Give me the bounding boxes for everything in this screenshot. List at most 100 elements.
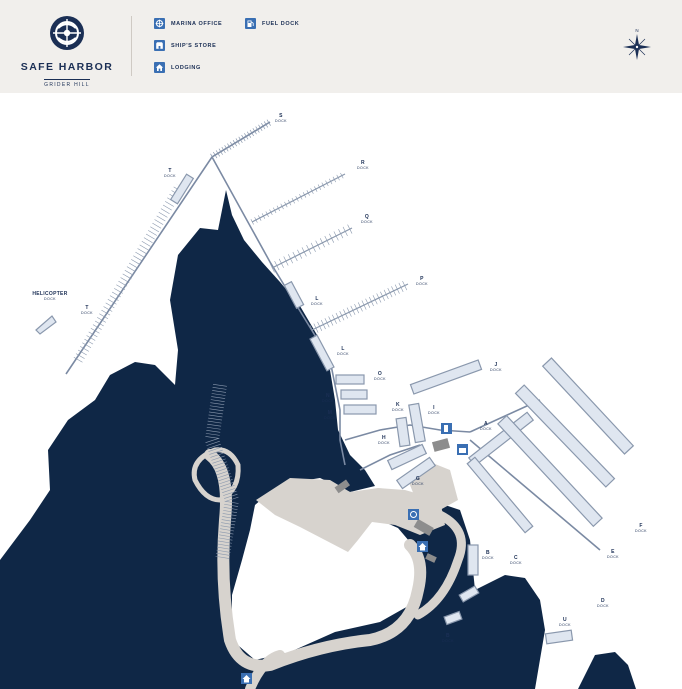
dock-label-sub: DOCK xyxy=(412,482,424,486)
dock-label-sub: DOCK xyxy=(635,529,647,533)
dock-k xyxy=(395,416,411,448)
house-icon xyxy=(154,62,165,73)
ship-wheel-logo-icon xyxy=(50,16,84,50)
dock-label-name: R xyxy=(361,160,365,166)
dock-small-2 xyxy=(458,585,480,603)
dock-label-sub: DOCK xyxy=(416,282,428,286)
store-icon[interactable] xyxy=(457,444,468,455)
legend-marina-office: MARINA OFFICE xyxy=(154,18,222,29)
dock-label-name: T xyxy=(85,305,88,311)
legend-ships-store: SHIP'S STORE xyxy=(154,40,216,51)
header-divider xyxy=(131,16,132,76)
dock-label-sub: DOCK xyxy=(337,352,349,356)
dock-label-name: E xyxy=(611,549,615,555)
dock-label-name: K xyxy=(396,402,400,408)
dock-p xyxy=(309,279,411,335)
dock-f xyxy=(541,357,635,455)
dock-label-name: S xyxy=(279,113,283,119)
dock-label-name: O xyxy=(378,371,382,377)
dock-label-sub: DOCK xyxy=(482,556,494,560)
dock-label-name: D xyxy=(601,598,605,604)
dock-label-name: J xyxy=(494,362,497,368)
dock-fishbone xyxy=(204,383,240,562)
dock-small-1 xyxy=(443,610,463,626)
dock-c xyxy=(497,414,603,528)
dock-label-sub: DOCK xyxy=(490,368,502,372)
fuel-pump-icon xyxy=(245,18,256,29)
dock-j xyxy=(409,359,483,395)
dock-l-covered xyxy=(283,280,305,310)
dock-label-name: B xyxy=(446,633,450,639)
dock-label-sub: DOCK xyxy=(357,166,369,170)
dock-o xyxy=(335,374,365,385)
dock-label-name: B xyxy=(486,550,490,556)
dock-label-sub: DOCK xyxy=(378,441,390,445)
dock-m xyxy=(343,404,377,415)
map-header: SAFE HARBOR GRIDER HILL MARINA OFFICE FU… xyxy=(0,0,682,93)
dock-label-name: C xyxy=(514,555,518,561)
dock-l2-covered xyxy=(309,334,335,372)
dock-q xyxy=(269,223,355,273)
dock-label-sub: DOCK xyxy=(275,119,287,123)
brand-logo[interactable]: SAFE HARBOR GRIDER HILL xyxy=(20,14,114,91)
house-icon[interactable] xyxy=(241,673,252,684)
dark-landmass xyxy=(0,190,636,689)
dock-small-3 xyxy=(467,544,479,576)
dock-label-sub: DOCK xyxy=(361,220,373,224)
dock-label-sub: DOCK xyxy=(81,311,93,315)
dock-label-sub: DOCK xyxy=(392,408,404,412)
dock-label-name: L xyxy=(315,296,318,302)
dock-label-name: N xyxy=(326,393,330,399)
brand-name: SAFE HARBOR xyxy=(20,61,114,73)
dock-g xyxy=(395,456,437,490)
dock-label-sub: DOCK xyxy=(164,174,176,178)
dock-label-name: I xyxy=(433,405,435,411)
dock-label-sub: DOCK xyxy=(480,427,492,431)
dock-h xyxy=(386,443,428,471)
dock-label-sub: DOCK xyxy=(374,377,386,381)
dock-label-sub: DOCK xyxy=(324,416,336,420)
dock-label-name: L xyxy=(341,346,344,352)
marina-buildings xyxy=(334,438,451,563)
house-icon[interactable] xyxy=(417,541,428,552)
dock-label-sub: DOCK xyxy=(322,399,334,403)
ship-wheel-icon xyxy=(154,18,165,29)
store-icon xyxy=(154,40,165,51)
dock-r xyxy=(250,171,347,225)
dock-n xyxy=(340,389,368,400)
dock-label-name: U xyxy=(563,617,567,623)
dock-u xyxy=(544,629,574,645)
legend-label: LODGING xyxy=(171,64,201,71)
dock-t-covered xyxy=(169,173,195,205)
docks xyxy=(35,119,635,645)
dock-i xyxy=(408,402,426,444)
legend-label: SHIP'S STORE xyxy=(171,42,217,49)
dock-e xyxy=(514,384,616,488)
dock-label-sub: DOCK xyxy=(597,604,609,608)
marina-map[interactable]: SDOCKRDOCKTDOCKQDOCKPDOCKLDOCKLDOCKTDOCK… xyxy=(0,93,682,689)
parking-lot xyxy=(256,478,445,552)
dock-labels: SDOCKRDOCKTDOCKQDOCKPDOCKLDOCKLDOCKTDOCK… xyxy=(32,113,647,643)
ship-wheel-icon[interactable] xyxy=(408,509,419,520)
dock-label-name: G xyxy=(416,476,420,482)
dock-label-sub: DOCK xyxy=(428,411,440,415)
compass-north-label: N xyxy=(635,28,638,33)
dock-b xyxy=(466,456,534,534)
legend-lodging: LODGING xyxy=(154,62,201,73)
dock-s xyxy=(210,119,272,160)
dock-label-sub: DOCK xyxy=(44,297,56,301)
dock-label-name: A xyxy=(484,421,488,427)
dock-t xyxy=(73,183,185,363)
dock-label-sub: DOCK xyxy=(559,623,571,627)
dock-label-name: P xyxy=(420,276,424,282)
brand-location: GRIDER HILL xyxy=(44,79,90,88)
legend-label: FUEL DOCK xyxy=(262,20,300,27)
helicopter-dock xyxy=(35,315,57,335)
fuel-pump-icon[interactable] xyxy=(441,423,452,434)
dock-label-name: H xyxy=(382,435,386,441)
dock-label-name: M xyxy=(328,410,332,416)
dock-label-sub: DOCK xyxy=(442,639,454,643)
legend-fuel-dock: FUEL DOCK xyxy=(245,18,299,29)
map-icons[interactable] xyxy=(241,423,468,684)
legend-label: MARINA OFFICE xyxy=(171,20,223,27)
